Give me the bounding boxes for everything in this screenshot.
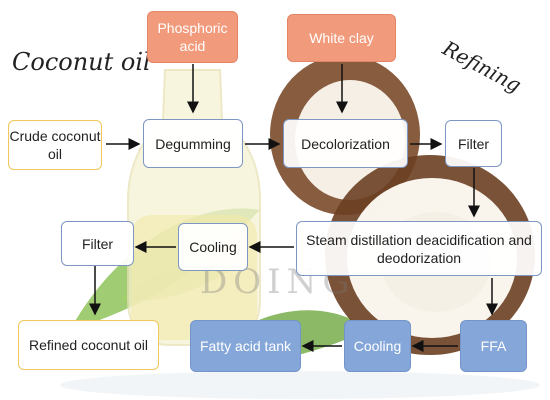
white-clay-box: White clay <box>287 14 396 62</box>
cooling-bottom-box: Cooling <box>344 320 411 372</box>
phosphoric-acid-box: Phosphoric acid <box>147 11 238 63</box>
refined-coconut-oil-box: Refined coconut oil <box>18 320 159 370</box>
filter-right-box: Filter <box>445 120 502 167</box>
filter-left-box: Filter <box>61 221 134 266</box>
decolorization-box: Decolorization <box>283 119 408 168</box>
fatty-acid-tank-box: Fatty acid tank <box>190 320 301 372</box>
ffa-box: FFA <box>460 320 527 372</box>
cooling-mid-box: Cooling <box>178 223 248 271</box>
degumming-box: Degumming <box>143 119 243 168</box>
steam-distillation-box: Steam distillation deacidification and d… <box>296 221 542 276</box>
crude-coconut-oil-box: Crude coconut oil <box>8 120 102 170</box>
title-coconut-oil: Coconut oil <box>12 48 151 76</box>
